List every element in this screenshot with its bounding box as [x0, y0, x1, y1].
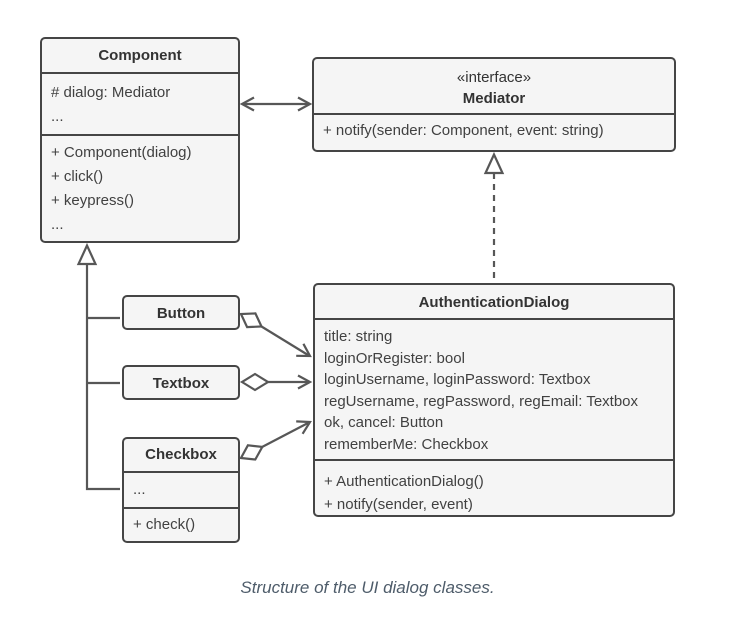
- methods-section: + notify(sender: Component, event: strin…: [314, 113, 674, 147]
- aggregation-textbox-dialog: [239, 372, 313, 392]
- method-line: + notify(sender, event): [324, 496, 473, 513]
- open-arrowhead-icon: [297, 374, 313, 390]
- hollow-triangle-icon: [76, 242, 98, 266]
- open-arrowhead-icon: [296, 420, 312, 435]
- class-title: Checkbox: [145, 446, 217, 463]
- generalization-arrow-components: [76, 242, 120, 491]
- aggregation-checkbox-dialog: [239, 420, 312, 461]
- open-arrowhead-left-icon: [239, 96, 255, 112]
- class-title: Component: [98, 47, 182, 64]
- attribute-line: ...: [51, 108, 64, 125]
- realization-dashed-line: [483, 151, 505, 281]
- class-box-component: Component # dialog: Mediator ... + Compo…: [40, 37, 240, 243]
- attributes-section: # dialog: Mediator ...: [42, 72, 238, 134]
- attribute-line: regUsername, regPassword, regEmail: Text…: [324, 392, 639, 410]
- method-line: + click(): [51, 168, 104, 185]
- class-title: AuthenticationDialog: [418, 294, 570, 311]
- method-line: + notify(sender: Component, event: strin…: [323, 122, 604, 139]
- hollow-triangle-icon: [483, 151, 505, 175]
- attribute-line: # dialog: Mediator: [51, 84, 171, 101]
- method-line: + check(): [133, 516, 196, 533]
- methods-section: + AuthenticationDialog() + notify(sender…: [315, 459, 673, 515]
- method-line: + keypress(): [51, 192, 134, 209]
- class-name: Mediator: [462, 90, 526, 107]
- class-box-button: Button: [122, 295, 240, 330]
- attribute-line: loginUsername, loginPassword: Textbox: [324, 371, 591, 388]
- attributes-section: ...: [124, 471, 238, 507]
- association-arrow-component-mediator: [239, 96, 313, 112]
- attribute-line: ...: [133, 481, 146, 498]
- class-box-mediator: «interface» Mediator + notify(sender: Co…: [312, 57, 676, 152]
- methods-section: + check(): [124, 507, 238, 541]
- methods-section: + Component(dialog) + click() + keypress…: [42, 134, 238, 241]
- interface-stereotype: «interface»: [456, 69, 532, 86]
- hollow-diamond-icon: [239, 444, 265, 461]
- diagram-caption: Structure of the UI dialog classes.: [240, 578, 495, 597]
- attribute-line: ok, cancel: Button: [324, 414, 444, 431]
- method-line: + Component(dialog): [51, 144, 192, 161]
- class-title: Button: [156, 305, 206, 322]
- attribute-line: title: string: [324, 328, 393, 345]
- method-line: ...: [51, 216, 64, 233]
- class-box-textbox: Textbox: [122, 365, 240, 400]
- class-box-checkbox: Checkbox ... + check(): [122, 437, 240, 543]
- aggregation-button-dialog: [239, 312, 312, 358]
- attributes-section: title: string loginOrRegister: bool logi…: [315, 318, 673, 459]
- open-arrowhead-right-icon: [297, 96, 313, 112]
- class-title: Textbox: [152, 375, 210, 392]
- hollow-diamond-icon: [239, 312, 264, 329]
- method-line: + AuthenticationDialog(): [324, 473, 484, 490]
- class-title: «interface» Mediator: [314, 59, 674, 113]
- hollow-diamond-icon: [239, 372, 271, 392]
- class-box-authentication-dialog: AuthenticationDialog title: string login…: [313, 283, 675, 517]
- attribute-line: loginOrRegister: bool: [324, 349, 465, 367]
- open-arrowhead-icon: [296, 343, 312, 358]
- attribute-line: rememberMe: Checkbox: [324, 435, 489, 453]
